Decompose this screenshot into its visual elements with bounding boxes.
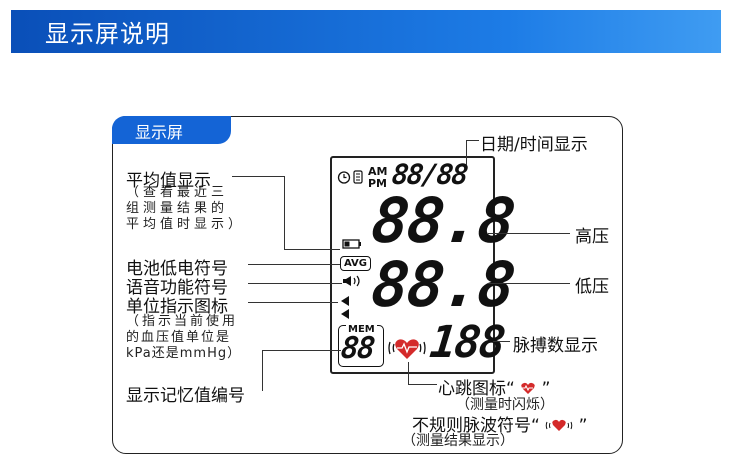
label-diastolic: 低压 [575, 277, 609, 297]
irregular-note: （测量结果显示） [402, 433, 514, 449]
label-irregular: 不规则脉波符号“ ” [412, 411, 587, 436]
label-battery: 电池低电符号 [126, 259, 228, 279]
lcd-systolic: 88.8 [368, 184, 518, 257]
heart-note: （测量时闪烁） [456, 397, 554, 413]
leader-battery [248, 264, 340, 265]
label-heart-close: ” [541, 379, 551, 399]
leader-heart [408, 362, 437, 385]
leader-average [232, 176, 285, 250]
leader-voice [248, 283, 342, 284]
leader-diastolic [488, 283, 570, 284]
label-pulse: 脉搏数显示 [513, 336, 598, 356]
leader-unit [248, 302, 338, 303]
label-unit: 单位指示图标 [126, 297, 228, 317]
panel-tab: 显示屏 [112, 116, 231, 144]
leader-date [466, 140, 479, 165]
label-irregular-close: ” [578, 416, 588, 436]
heart-small-icon [521, 382, 535, 394]
leader-pulse [493, 341, 510, 342]
low-battery-icon [342, 239, 361, 249]
average-note-3: 平均值时显示） [126, 217, 246, 232]
avg-indicator: AVG [340, 256, 372, 271]
label-heart-text: 心跳图标“ [438, 379, 515, 399]
lcd-pulse: 188 [427, 317, 507, 368]
label-voice: 语音功能符号 [126, 278, 228, 298]
memo-icon [353, 170, 363, 184]
label-average: 平均值显示 [126, 171, 211, 191]
speaker-icon [343, 275, 360, 287]
label-heart: 心跳图标“ ” [438, 374, 550, 399]
panel-tab-label: 显示屏 [135, 123, 184, 142]
display-panel: 显示屏 [112, 116, 623, 454]
average-note-1: （查看最近三 [126, 185, 229, 200]
label-systolic: 高压 [575, 227, 609, 247]
leader-memory [262, 350, 341, 391]
unit-indicator-bottom [341, 309, 349, 319]
irregular-heart-icon [545, 419, 573, 431]
unit-indicator-top [341, 296, 349, 306]
lcd-diastolic: 88.8 [368, 248, 518, 321]
label-irregular-text: 不规则脉波符号“ [412, 416, 540, 436]
lcd-memory-number: 88 [339, 331, 376, 366]
mem-label: MEM [346, 324, 377, 335]
unit-note-3: kPa还是mmHg） [126, 346, 242, 361]
am-indicator: AM [368, 165, 388, 178]
leader-systolic [488, 233, 570, 234]
pm-indicator: PM [368, 177, 388, 190]
unit-note-2: 的血压值单位是 [126, 330, 232, 345]
average-note-2: 组测量结果的 [126, 201, 229, 216]
unit-note-1: （指示当前使用 [126, 314, 239, 329]
clock-icon [337, 171, 351, 184]
lcd-screen [330, 156, 495, 374]
section-title: 显示屏说明 [45, 20, 170, 48]
heart-icon [388, 339, 426, 359]
label-date-time: 日期/时间显示 [480, 135, 588, 155]
label-memory: 显示记忆值编号 [126, 386, 245, 406]
section-header: 显示屏说明 [11, 10, 721, 53]
leader-average-end [284, 249, 340, 250]
